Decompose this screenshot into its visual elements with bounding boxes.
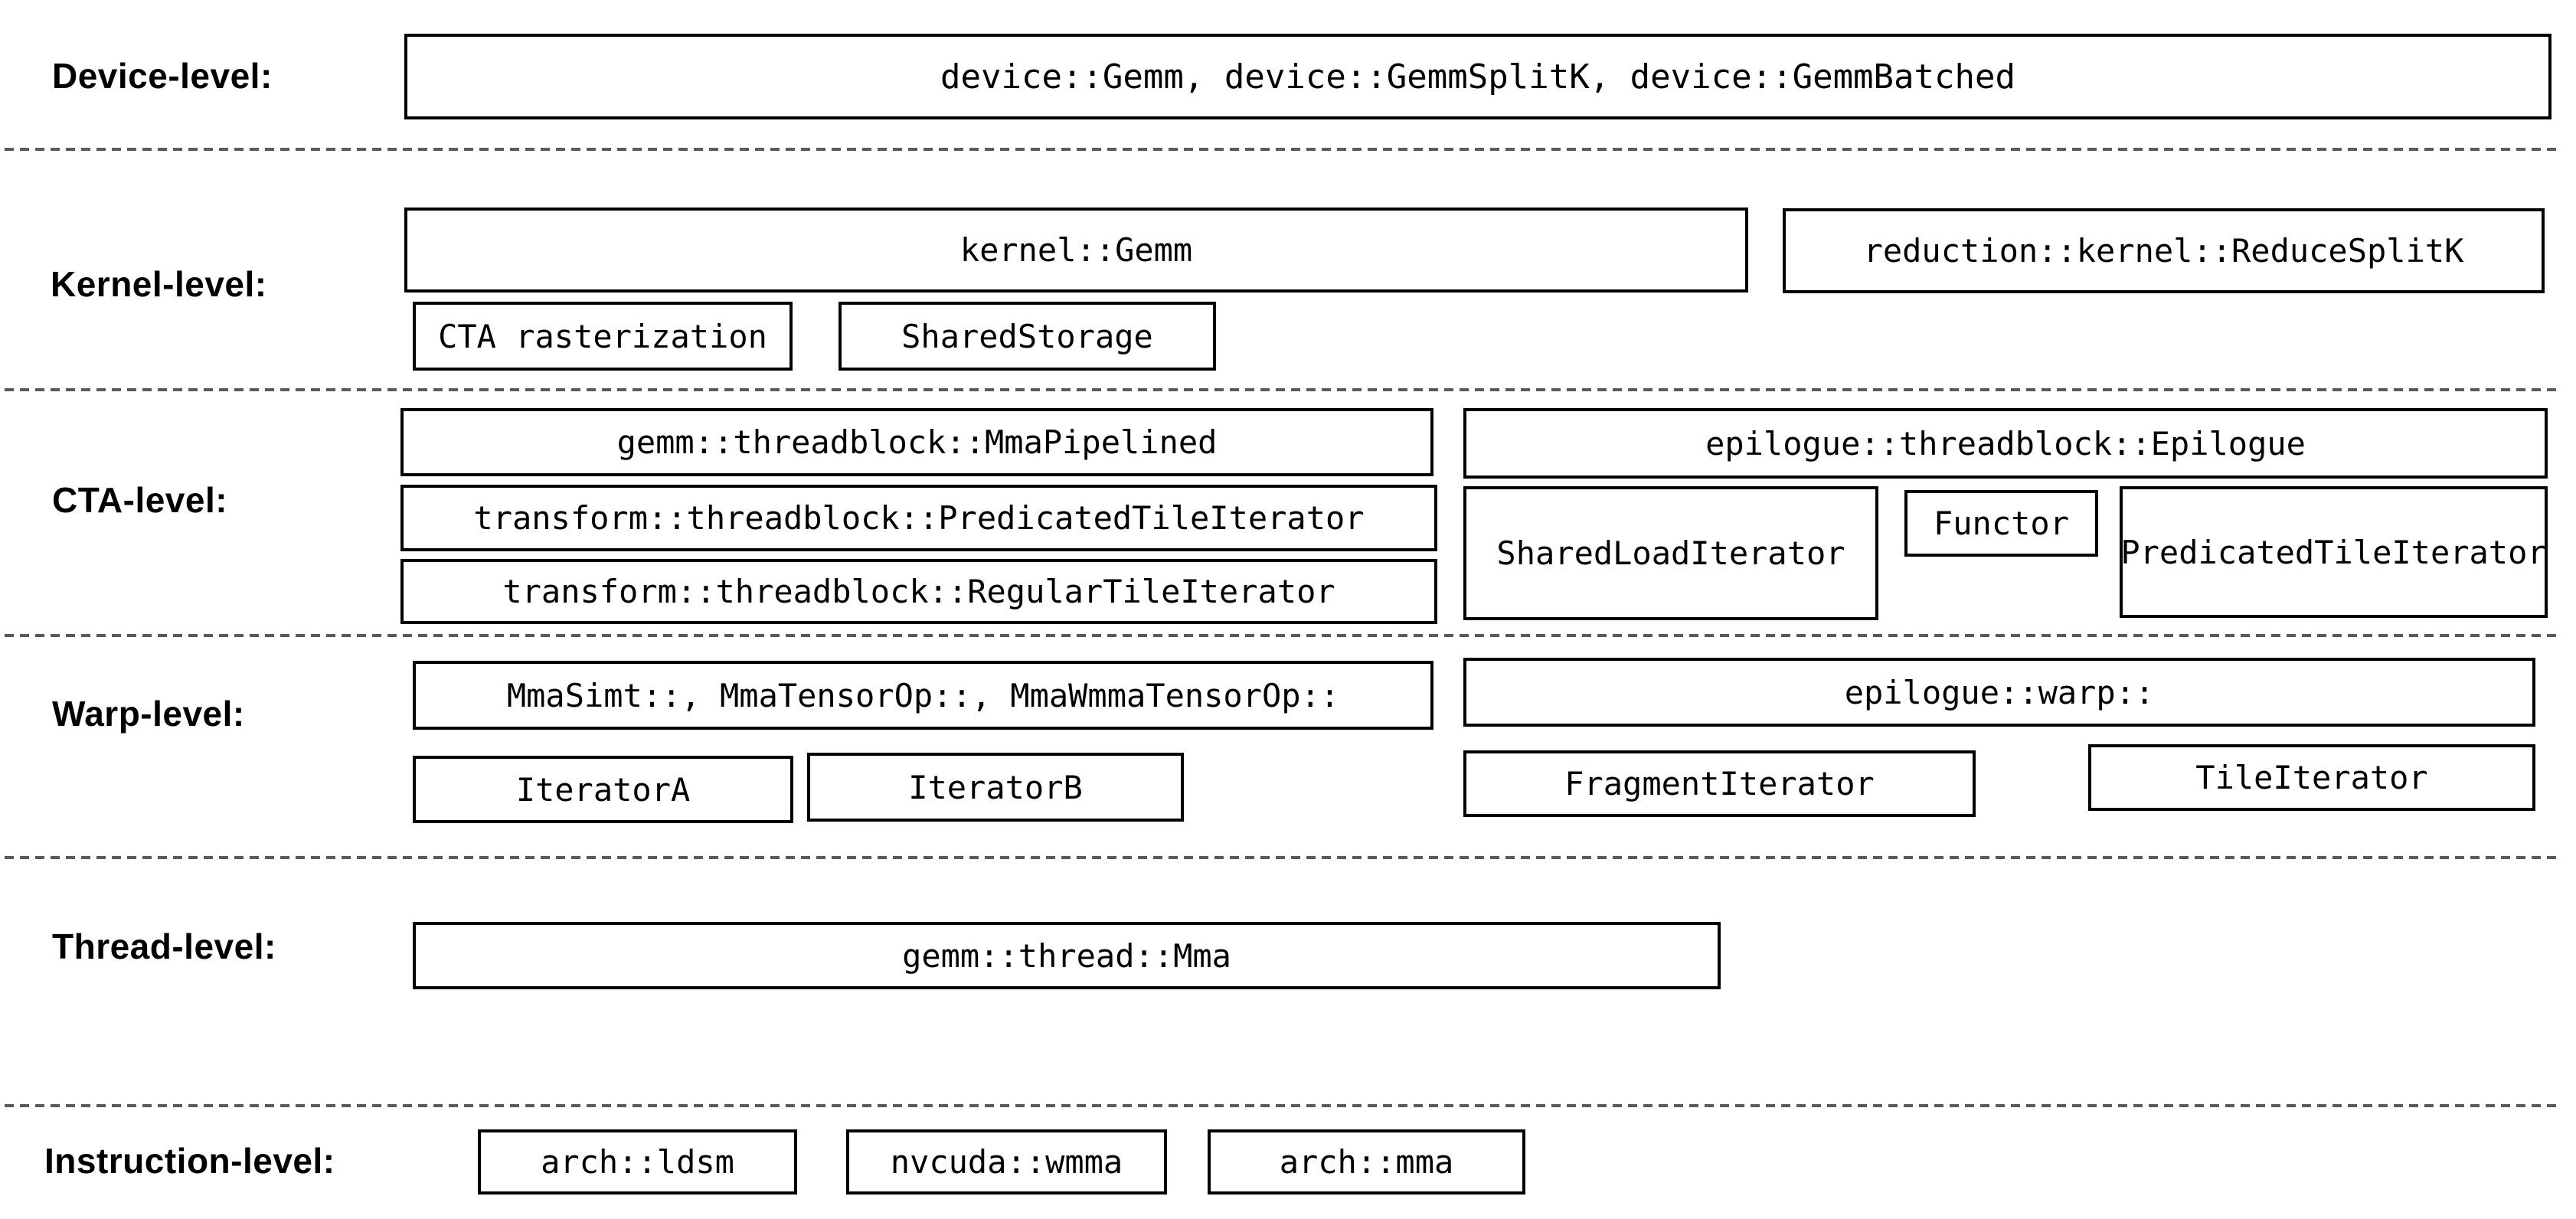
separator-thread-instruction: [5, 1104, 2556, 1107]
box-iterator-a: IteratorA: [413, 756, 793, 823]
box-gemm-threadblock-mma-pipelined: gemm::threadblock::MmaPipelined: [400, 408, 1433, 476]
separator-device-kernel: [5, 148, 2556, 151]
box-functor: Functor: [1904, 490, 2098, 557]
device-level-label: Device-level:: [52, 56, 273, 96]
box-epilogue-threadblock-epilogue: epilogue::threadblock::Epilogue: [1463, 408, 2548, 479]
kernel-level-label: Kernel-level:: [51, 264, 267, 304]
separator-kernel-cta: [5, 388, 2556, 391]
box-epilogue-predicated-tile-iterator: PredicatedTileIterator: [2120, 486, 2548, 618]
box-warp-mma-variants: MmaSimt::, MmaTensorOp::, MmaWmmaTensorO…: [413, 661, 1433, 730]
thread-level-label: Thread-level:: [52, 927, 276, 966]
box-epilogue-warp: epilogue::warp::: [1463, 658, 2535, 727]
separator-warp-thread: [5, 856, 2556, 859]
box-tile-iterator: TileIterator: [2088, 744, 2535, 811]
instruction-level-label: Instruction-level:: [44, 1141, 335, 1181]
warp-level-label: Warp-level:: [52, 694, 245, 734]
box-transform-threadblock-regular-tile-iterator: transform::threadblock::RegularTileItera…: [400, 559, 1437, 624]
box-device-gemm-apis: device::Gemm, device::GemmSplitK, device…: [404, 34, 2551, 119]
box-transform-threadblock-predicated-tile-iterator: transform::threadblock::PredicatedTileIt…: [400, 485, 1437, 551]
separator-cta-warp: [5, 634, 2556, 637]
box-shared-storage: SharedStorage: [839, 302, 1216, 371]
box-nvcuda-wmma: nvcuda::wmma: [846, 1129, 1167, 1194]
box-gemm-thread-mma: gemm::thread::Mma: [413, 922, 1721, 989]
box-shared-load-iterator: SharedLoadIterator: [1463, 486, 1878, 620]
cta-level-label: CTA-level:: [52, 480, 228, 520]
box-arch-mma: arch::mma: [1208, 1129, 1525, 1194]
box-kernel-gemm: kernel::Gemm: [404, 208, 1748, 292]
box-iterator-b: IteratorB: [807, 753, 1184, 822]
box-cta-rasterization: CTA rasterization: [413, 302, 793, 371]
box-reduction-kernel-reduce-splitk: reduction::kernel::ReduceSplitK: [1783, 208, 2545, 293]
box-fragment-iterator: FragmentIterator: [1463, 750, 1976, 817]
box-arch-ldsm: arch::ldsm: [478, 1129, 797, 1194]
